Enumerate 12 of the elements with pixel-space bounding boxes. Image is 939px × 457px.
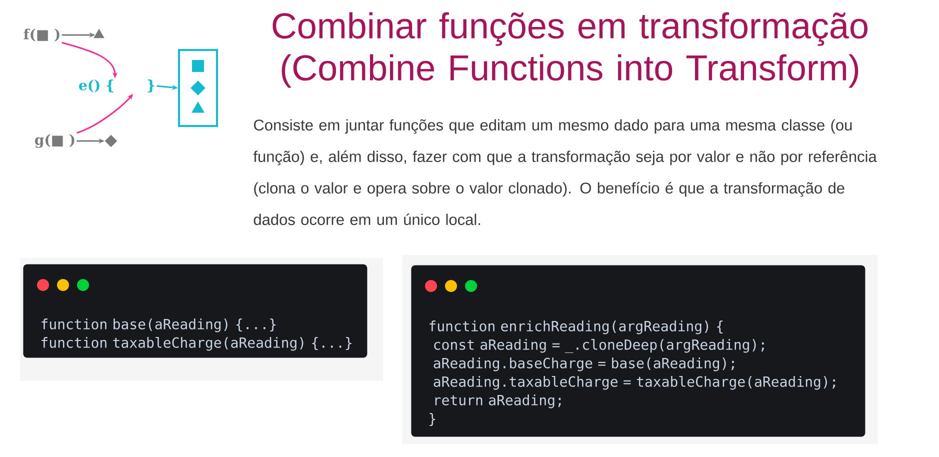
- title: Combinar funções em transformação (Combine Functions into Transform): [272, 12, 868, 88]
- diamond-icon: [190, 80, 206, 96]
- paragraph: Consiste em juntar funções que editam um mesmo dado para uma mesma classe (ou função) e, além disso, fazer com que a transformação seja por valor e não por referência (clona o valor e opera sobre o valor clonado). O benefício é que a transformação de dados ocorre em um único local.: [253, 119, 877, 226]
- function-label: g(■ ): [35, 134, 74, 148]
- code-window: function enrichReading(argReading) { const aReading = _.cloneDeep(argReading); aReading.baseCharge = base(aReading); aReading.taxableCharge = taxableCharge(aReading); return aReading; }: [411, 265, 866, 437]
- result-box: [178, 49, 218, 127]
- triangle-icon: [192, 102, 204, 113]
- function-label: e() { }: [79, 80, 154, 92]
- square-icon: [192, 60, 204, 72]
- code-window: function base(aReading) {...} function taxableCharge(aReading) {...}: [23, 264, 368, 358]
- diamond-icon: [104, 134, 118, 148]
- function-label: f(■ ): [24, 28, 60, 42]
